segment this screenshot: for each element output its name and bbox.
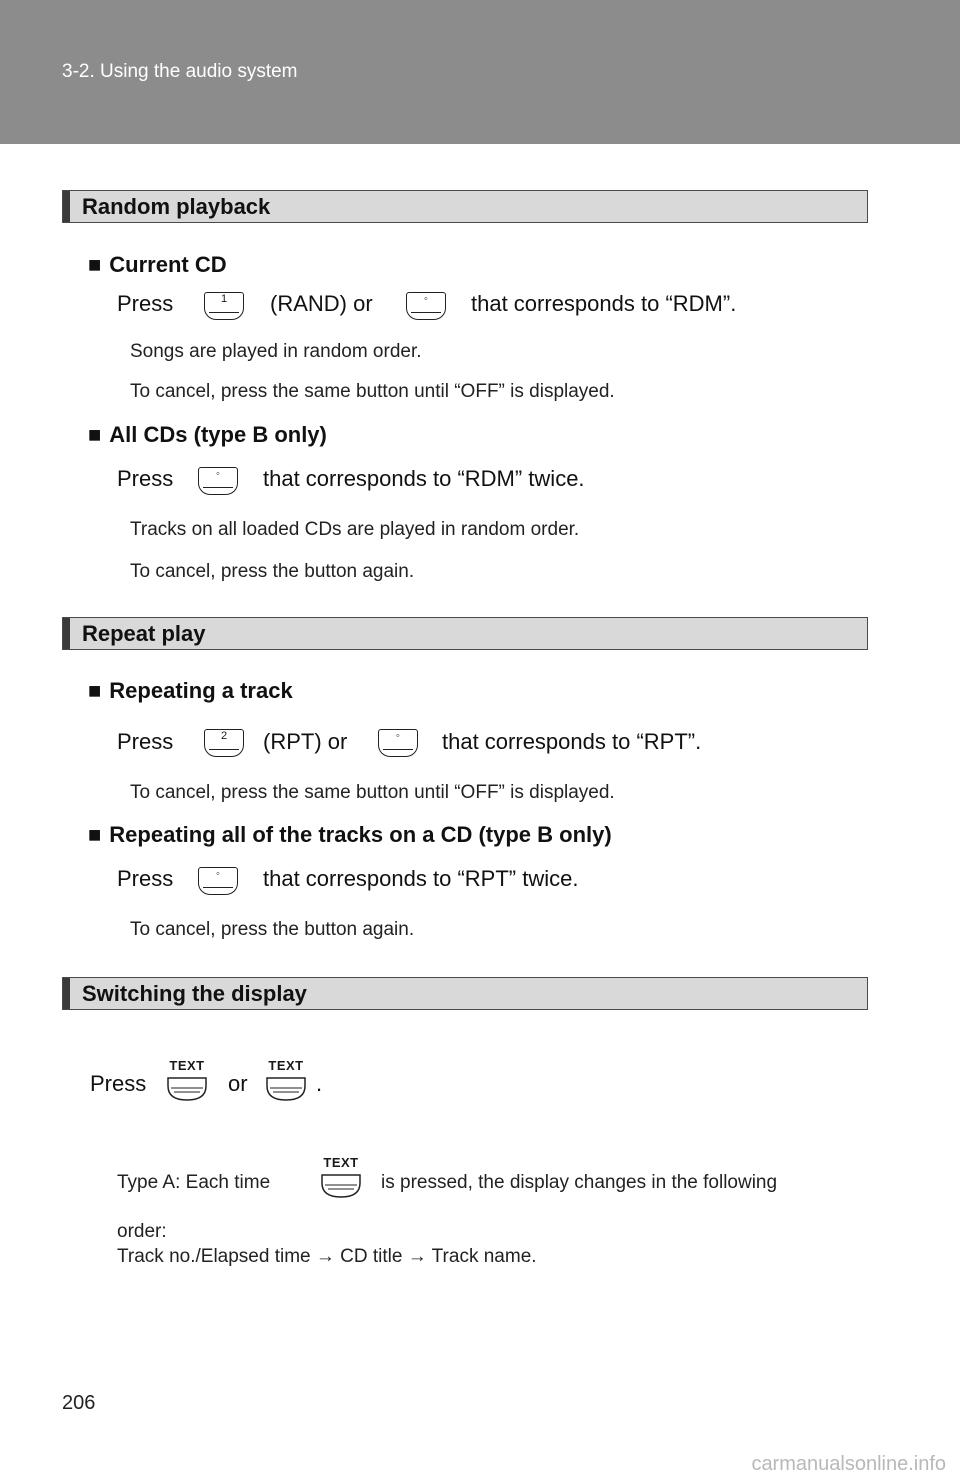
knob-button-icon: ◦ — [198, 867, 238, 895]
text-button-shape — [321, 1174, 361, 1198]
note: Tracks on all loaded CDs are played in r… — [130, 519, 580, 540]
knob-button-icon: ◦ — [406, 292, 446, 320]
note: To cancel, press the same button until “… — [130, 381, 615, 402]
press-word: Press — [117, 291, 174, 316]
button-line — [209, 749, 239, 750]
button-number: 1 — [220, 293, 228, 305]
text-button-label: TEXT — [323, 1155, 359, 1170]
section-title-text: Repeat play — [82, 621, 206, 646]
knob-dot: ◦ — [424, 293, 428, 305]
button-number: 2 — [220, 730, 228, 742]
type-a-suffix: is pressed, the display changes in the f… — [381, 1172, 778, 1193]
press-word: Press — [117, 729, 174, 754]
type-a-prefix: Type A: Each time — [117, 1172, 271, 1193]
bullet-square: ■ — [88, 252, 102, 277]
knob-button-icon: ◦ — [378, 729, 418, 757]
press-word: Press — [117, 866, 174, 891]
watermark: carmanualsonline.info — [751, 1453, 946, 1475]
text-button-shape — [266, 1077, 306, 1101]
text-button-icon: TEXT — [165, 1058, 209, 1104]
instruction-tail: that corresponds to “RPT”. — [442, 729, 702, 754]
preset-button-2-icon: 2 — [204, 729, 244, 757]
note: Songs are played in random order. — [130, 341, 422, 362]
subheading-text: Repeating all of the tracks on a CD (typ… — [109, 822, 612, 847]
subheading-all-cds: ■ All CDs (type B only) — [88, 422, 327, 448]
knob-dot: ◦ — [396, 730, 400, 742]
knob-dot: ◦ — [216, 468, 220, 480]
subheading-text: Repeating a track — [109, 678, 293, 703]
button-line — [383, 749, 413, 750]
knob-button-icon: ◦ — [198, 467, 238, 495]
period: . — [316, 1071, 323, 1096]
button-line — [411, 312, 441, 313]
section-title-text: Random playback — [82, 194, 271, 219]
subheading-repeating-all: ■ Repeating all of the tracks on a CD (ty… — [88, 822, 612, 848]
subheading-current-cd: ■ Current CD — [88, 252, 227, 278]
section-title-repeat-play: Repeat play — [62, 617, 868, 650]
knob-dot: ◦ — [216, 868, 220, 880]
subheading-text: Current CD — [109, 252, 227, 277]
section-title-random-playback: Random playback — [62, 190, 868, 223]
note: To cancel, press the same button until “… — [130, 782, 615, 803]
header-band: 3-2. Using the audio system — [0, 0, 960, 144]
section-title-text: Switching the display — [82, 981, 307, 1006]
instruction-tail: that corresponds to “RPT” twice. — [263, 866, 579, 891]
preset-button-1-icon: 1 — [204, 292, 244, 320]
or-word: or — [228, 1071, 248, 1096]
button-line — [209, 312, 239, 313]
subheading-text: All CDs (type B only) — [109, 422, 327, 447]
press-word: Press — [90, 1071, 147, 1096]
subheading-repeating-track: ■ Repeating a track — [88, 678, 293, 704]
rpt-label: (RPT) or — [263, 729, 348, 754]
text-button-shape — [167, 1077, 207, 1101]
bullet-square: ■ — [88, 678, 102, 703]
order-label: order: — [117, 1221, 167, 1242]
button-line — [203, 887, 233, 888]
press-word: Press — [117, 466, 174, 491]
text-button-alt-icon: TEXT — [264, 1058, 308, 1104]
page-number: 206 — [62, 1392, 96, 1414]
rand-label: (RAND) or — [270, 291, 373, 316]
instruction-tail: that corresponds to “RDM” twice. — [263, 466, 585, 491]
note: To cancel, press the button again. — [130, 919, 415, 940]
section-title-switching-display: Switching the display — [62, 977, 868, 1010]
instruction-current-cd: Press — [117, 291, 173, 317]
bullet-square: ■ — [88, 422, 102, 447]
text-button-label: TEXT — [169, 1058, 205, 1073]
text-button-icon: TEXT — [319, 1155, 363, 1201]
instruction-tail: that corresponds to “RDM”. — [471, 291, 737, 316]
section-breadcrumb: 3-2. Using the audio system — [62, 61, 298, 82]
text-button-label: TEXT — [268, 1058, 304, 1073]
button-line — [203, 487, 233, 488]
bullet-square: ■ — [88, 822, 102, 847]
note: To cancel, press the button again. — [130, 561, 415, 582]
display-sequence: Track no./Elapsed time → CD title → Trac… — [117, 1246, 537, 1267]
